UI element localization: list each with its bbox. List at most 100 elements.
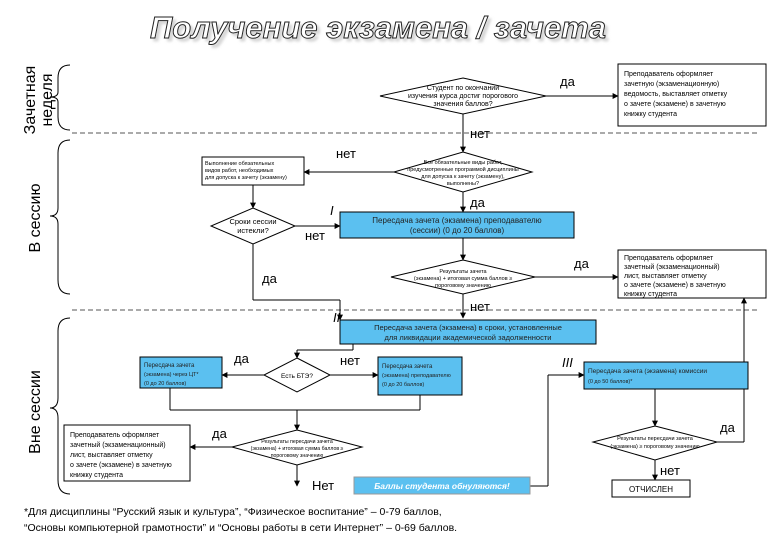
teacher-record-2-l2: зачетный (экзаменационный)	[624, 263, 720, 271]
do-works-l3: для допуска к зачету (экзамену)	[205, 175, 287, 181]
q-course-done-l1: Студент по окончании	[427, 85, 499, 92]
box-retake-cit	[139, 356, 223, 389]
q-all-works-l3: для допуска к зачету (экзамену),	[421, 174, 505, 180]
label-no-3: нет	[305, 228, 325, 243]
q-course-done-l3: значения баллов?	[433, 100, 492, 108]
decision-shapes	[209, 77, 719, 466]
q-bti-l1: Есть БТЭ?	[281, 373, 313, 380]
q-deadline-l1: Сроки сессии	[229, 217, 276, 226]
diamond-retake-result-3	[591, 425, 719, 461]
retake-cit-l3: (0 до 20 баллов)	[144, 381, 186, 387]
label-no-4: нет	[470, 299, 490, 314]
q-all-works-l1: Все обязательные виды работ,	[424, 160, 503, 166]
node-texts: Студент по окончании изучения курса дост…	[70, 71, 728, 494]
section-separators	[72, 132, 760, 311]
box-reset-points	[353, 476, 531, 495]
roman-markers: I II III	[330, 203, 573, 370]
teacher-record-1-l2: зачетную (экзаменационную)	[624, 81, 719, 88]
teacher-record-1-l4: о зачете (экзамене) в зачетную	[624, 101, 726, 108]
label-no-2: нет	[336, 146, 356, 161]
teacher-record-2-l5: книжку студента	[624, 291, 677, 298]
label-yes-3: да	[262, 271, 278, 286]
teacher-record-1-l3: ведомость, выставляет отметку	[624, 91, 728, 98]
diamond-bti	[262, 357, 332, 393]
q-deadline-l2: истекли?	[237, 226, 269, 235]
box-retake-teacher	[339, 211, 575, 239]
box-retake-teacher-2	[377, 356, 463, 396]
label-yes-2: да	[470, 195, 486, 210]
teacher-record-1-l1: Преподаватель оформляет	[624, 71, 714, 78]
do-works-l1: Выполнение обязательных	[205, 161, 274, 167]
q-course-done-l2: изучения курса достиг порогового	[408, 93, 518, 100]
box-teacher-record-3	[63, 424, 191, 482]
q-retake-result-3-l1: Результаты пересдачи зачета	[617, 436, 694, 442]
section-session-label: В сессию	[27, 184, 44, 253]
q-retake-result-l3: пороговому значению	[435, 283, 491, 289]
section-week-line2: неделя	[39, 73, 56, 126]
label-no-5: нет	[340, 353, 360, 368]
q-retake-result-2-l2: (экзамена) + итоговая сумма баллов ≥	[251, 446, 344, 452]
branch-labels: да нет нет да нет да да нет да нет да Не…	[212, 74, 736, 493]
roman-3: III	[562, 355, 573, 370]
section-week-line1: Зачетная	[22, 66, 39, 135]
retake-deadline-l2: для ликвидации академической задолженнос…	[385, 333, 552, 342]
teacher-record-3-l3: лист, выставляет отметку	[70, 452, 153, 459]
label-yes-1: да	[560, 74, 576, 89]
do-works-l2: видов работ, необходимых	[205, 168, 274, 174]
q-retake-result-3-l2: (экзамена) ≥ пороговому значению	[610, 444, 699, 450]
roman-2: II	[333, 310, 341, 325]
teacher-record-1-l5: книжку студента	[624, 111, 677, 118]
box-expelled	[611, 479, 691, 498]
footnote-line2: “Основы компьютерной грамотности” и “Осн…	[24, 522, 457, 534]
reset-points-text: Баллы студента обнуляются!	[374, 481, 510, 491]
roman-1: I	[330, 203, 334, 218]
footnote: *Для дисциплины “Русский язык и культура…	[24, 506, 457, 534]
box-retake-commission	[583, 361, 749, 390]
page-title: Получение экзамена / зачета	[150, 10, 606, 45]
teacher-record-3-l5: книжку студента	[70, 472, 123, 479]
section-braces	[49, 64, 71, 495]
retake-cit-l2: (экзамена) через ЦТ*	[144, 372, 199, 378]
q-all-works-l4: выполнены?	[447, 181, 479, 187]
teacher-record-2-l4: о зачете (экзамене) в зачетную	[624, 282, 726, 289]
retake-teacher-l2: (сессии) (0 до 20 баллов)	[410, 226, 505, 235]
process-shapes	[63, 63, 767, 498]
label-yes-6: да	[212, 426, 228, 441]
diamond-course-done	[379, 77, 547, 115]
brace-week	[49, 64, 71, 131]
box-retake-deadline	[339, 319, 597, 345]
teacher-record-3-l2: зачетный (экзаменационный)	[70, 441, 166, 449]
diamond-retake-result-2	[230, 429, 364, 466]
q-retake-result-l2: (экзамена) + итоговая сумма баллов ≥	[414, 276, 512, 282]
retake-teacher-2-l3: (0 до 20 баллов)	[382, 382, 424, 388]
q-retake-result-l1: Результаты зачета	[439, 269, 487, 275]
box-teacher-record-2	[617, 249, 767, 299]
expelled-text: ОТЧИСЛЕН	[629, 485, 673, 494]
label-yes-7: да	[720, 420, 736, 435]
box-do-works	[201, 156, 305, 186]
retake-commission-l2: (0 до 50 баллов)*	[588, 379, 633, 385]
connectors	[169, 93, 747, 487]
section-week-label: Зачетная неделя	[22, 66, 56, 135]
retake-teacher-2-l2: (экзамена) преподавателю	[382, 373, 451, 379]
retake-deadline-l1: Пересдача зачета (экзамена) в сроки, уст…	[374, 323, 562, 332]
label-yes-5: да	[234, 351, 250, 366]
teacher-record-2-l1: Преподаватель оформляет	[624, 255, 714, 262]
label-no-6: нет	[660, 463, 680, 478]
brace-session	[49, 139, 71, 295]
q-retake-result-2-l1: Результаты пересдачи зачета	[261, 439, 333, 445]
retake-teacher-2-l1: Пересдача зачета	[382, 364, 433, 370]
label-no-cap: Нет	[312, 478, 334, 493]
retake-teacher-l1: Пересдача зачета (экзамена) преподавател…	[372, 216, 541, 225]
q-all-works-l2: предусмотренные программой дисциплины	[407, 166, 519, 173]
teacher-record-3-l1: Преподаватель оформляет	[70, 432, 160, 439]
section-outside-label: Вне сессии	[27, 370, 44, 454]
brace-outside	[49, 317, 71, 495]
teacher-record-3-l4: о зачете (экзамене) в зачетную	[70, 462, 172, 469]
q-retake-result-2-l3: пороговому значению	[271, 453, 324, 459]
retake-commission-l1: Пересдача зачета (экзамена) комиссии	[588, 368, 707, 375]
label-yes-4: да	[574, 256, 590, 271]
footnote-line1: *Для дисциплины “Русский язык и культура…	[24, 506, 442, 518]
diamond-retake-result	[390, 259, 536, 295]
